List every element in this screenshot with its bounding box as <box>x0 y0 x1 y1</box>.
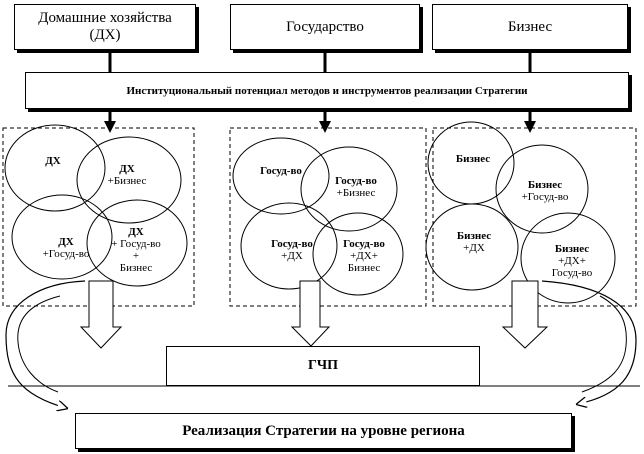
top-box-households-title: Домашние хозяйства <box>38 10 172 26</box>
circle-biz-all <box>520 212 616 304</box>
loop-arrow-right <box>541 280 637 404</box>
label-gov-all: Госуд-во+ДХ+Бизнес <box>343 238 385 274</box>
gchp-label: ГЧП <box>307 358 339 373</box>
gchp-box: ГЧП <box>166 346 480 386</box>
label-biz: Бизнес <box>455 153 491 165</box>
label-dh-biz: ДХ+Бизнес <box>107 163 147 187</box>
top-box-households-abbr: (ДХ) <box>89 27 121 43</box>
circle-dh-biz <box>76 136 182 224</box>
block-arrow-dh <box>79 280 123 349</box>
label-biz-dh: Бизнес+ДХ <box>456 230 492 254</box>
top-box-state: Государство <box>230 4 420 50</box>
label-biz-gov: Бизнес+Госуд-во <box>521 179 569 203</box>
top-box-state-title: Государство <box>286 18 364 35</box>
circle-gov-biz <box>300 146 398 232</box>
label-dh-all: ДХ+ Госуд-во+Бизнес <box>111 226 161 274</box>
top-box-business: Бизнес <box>432 4 628 50</box>
potential-banner-text: Институциональный потенциал методов и ин… <box>126 84 528 97</box>
circle-dh-all <box>86 199 188 287</box>
circle-dh-gov <box>11 194 113 280</box>
group-frame-gov <box>229 127 427 307</box>
result-box: Реализация Стратегии на уровне региона <box>75 413 572 449</box>
label-biz-all: Бизнес+ДХ+Госуд-во <box>551 243 593 279</box>
group-frame-dh <box>2 127 195 307</box>
circle-biz-gov <box>495 144 589 234</box>
loop-arrow-left-inner <box>17 295 61 393</box>
label-dh: ДХ <box>45 155 61 167</box>
block-arrow-biz <box>501 280 549 349</box>
circle-gov-all <box>312 212 404 296</box>
group-frame-biz <box>432 127 637 307</box>
circle-biz-dh <box>425 203 519 291</box>
top-box-households: Домашние хозяйства (ДХ) <box>14 4 196 50</box>
block-arrow-gov <box>290 280 331 347</box>
result-text: Реализация Стратегии на уровне региона <box>182 422 465 439</box>
label-gov-dh: Госуд-во+ДХ <box>271 238 313 262</box>
top-box-business-title: Бизнес <box>507 18 553 35</box>
potential-banner: Институциональный потенциал методов и ин… <box>25 72 629 109</box>
label-gov: Госуд-во <box>260 165 302 177</box>
label-gov-biz: Госуд-во+Бизнес <box>335 175 377 199</box>
circle-gov <box>232 137 330 215</box>
label-dh-gov: ДХ+Госуд-во <box>42 236 90 260</box>
circle-dh <box>4 124 106 212</box>
loop-arrow-left <box>5 280 86 408</box>
loop-arrow-right-inner <box>581 295 627 393</box>
circle-gov-dh <box>240 202 338 290</box>
